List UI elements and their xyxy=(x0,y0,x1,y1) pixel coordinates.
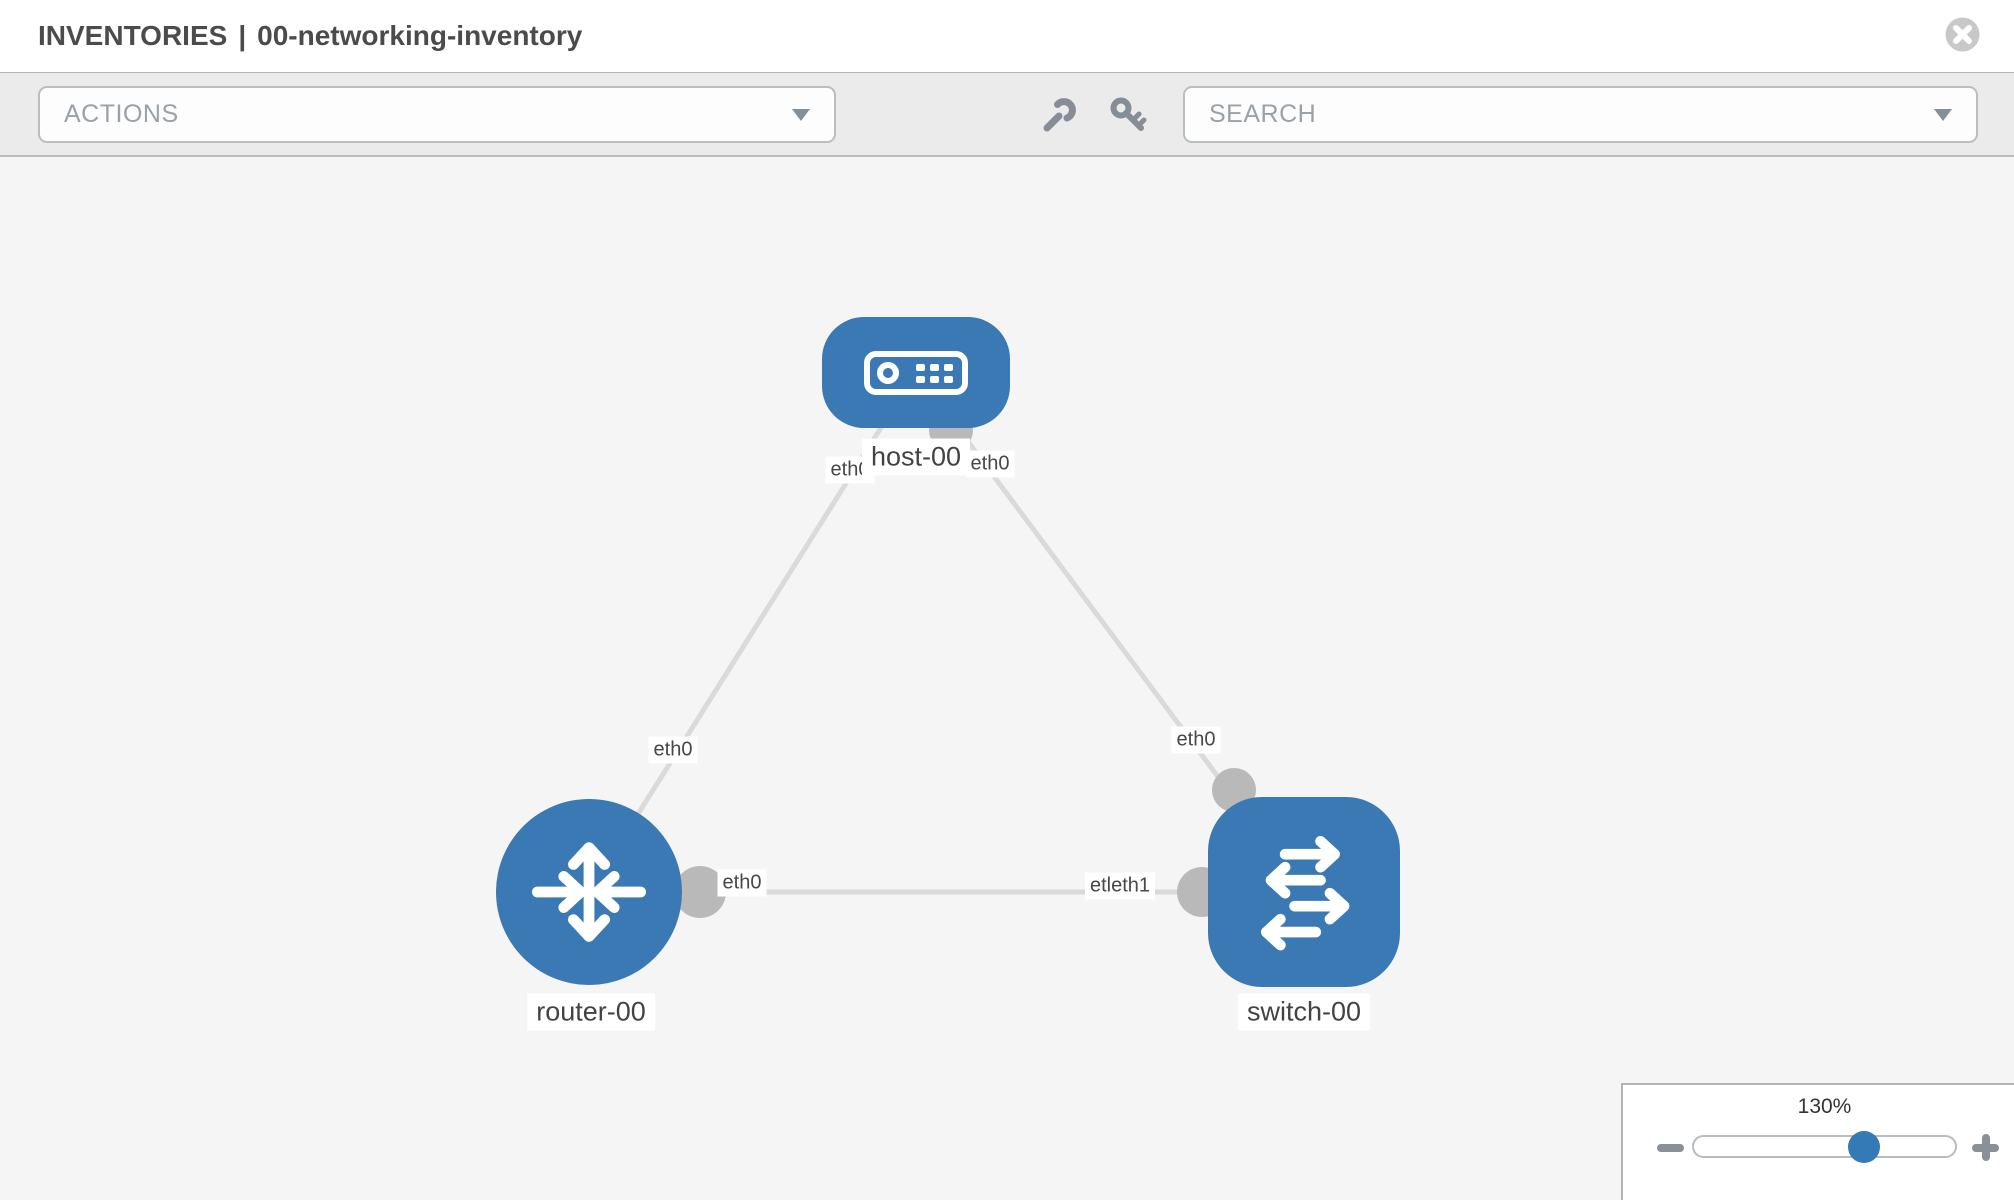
iface-label-host-to-switch: eth0 xyxy=(965,450,1015,478)
page-title-section: INVENTORIES xyxy=(38,20,228,51)
router-icon xyxy=(532,842,646,942)
page-title-inventory-name: 00-networking-inventory xyxy=(257,20,583,51)
node-switch-00[interactable] xyxy=(1208,797,1400,987)
interface-stub xyxy=(674,866,726,918)
zoom-slider-thumb[interactable] xyxy=(1848,1131,1880,1163)
node-host-00[interactable] xyxy=(822,317,1010,428)
zoom-level-readout: 130% xyxy=(1797,1095,1852,1118)
close-icon xyxy=(1945,17,1980,52)
chevron-down-icon xyxy=(1934,108,1952,121)
key-icon xyxy=(1110,97,1147,131)
iface-label-router-to-switch: eth0 xyxy=(717,869,767,897)
configure-button[interactable] xyxy=(1040,95,1078,133)
page-title-separator: | xyxy=(238,20,247,51)
node-label-switch: switch-00 xyxy=(1237,993,1371,1031)
search-dropdown-label: SEARCH xyxy=(1209,100,1317,128)
zoom-slider-track[interactable] xyxy=(1692,1135,1957,1158)
zoom-in-button[interactable] xyxy=(1972,1134,1999,1161)
node-router-00[interactable] xyxy=(496,799,682,985)
zoom-control-panel: 130% xyxy=(1621,1083,2014,1200)
toolbar: ACTIONS SEARCH xyxy=(0,72,2014,157)
credentials-button[interactable] xyxy=(1108,95,1147,133)
close-button[interactable] xyxy=(1945,17,1980,52)
iface-label-switch-to-host: eth0 xyxy=(1171,726,1221,754)
search-dropdown[interactable]: SEARCH xyxy=(1183,86,1978,143)
iface-label-router-to-host: eth0 xyxy=(648,736,698,764)
host-icon xyxy=(864,350,968,395)
page-title: INVENTORIES | 00-networking-inventory xyxy=(38,20,582,52)
chevron-down-icon xyxy=(792,108,810,121)
interface-stubs xyxy=(674,408,1256,918)
zoom-out-button[interactable] xyxy=(1657,1144,1684,1152)
titlebar: INVENTORIES | 00-networking-inventory xyxy=(0,0,2014,72)
actions-dropdown-label: ACTIONS xyxy=(64,100,179,128)
switch-icon xyxy=(1260,835,1350,951)
actions-dropdown[interactable]: ACTIONS xyxy=(38,86,836,143)
node-label-router: router-00 xyxy=(527,993,655,1031)
topology-links-layer xyxy=(586,370,1307,918)
node-label-host: host-00 xyxy=(861,438,971,476)
wrench-icon xyxy=(1043,98,1076,132)
iface-label-switch-to-router: etleth1 xyxy=(1084,872,1156,900)
topology-canvas[interactable]: host-00 router-00 switch-00 eth0 eth0 et… xyxy=(0,157,2014,1200)
